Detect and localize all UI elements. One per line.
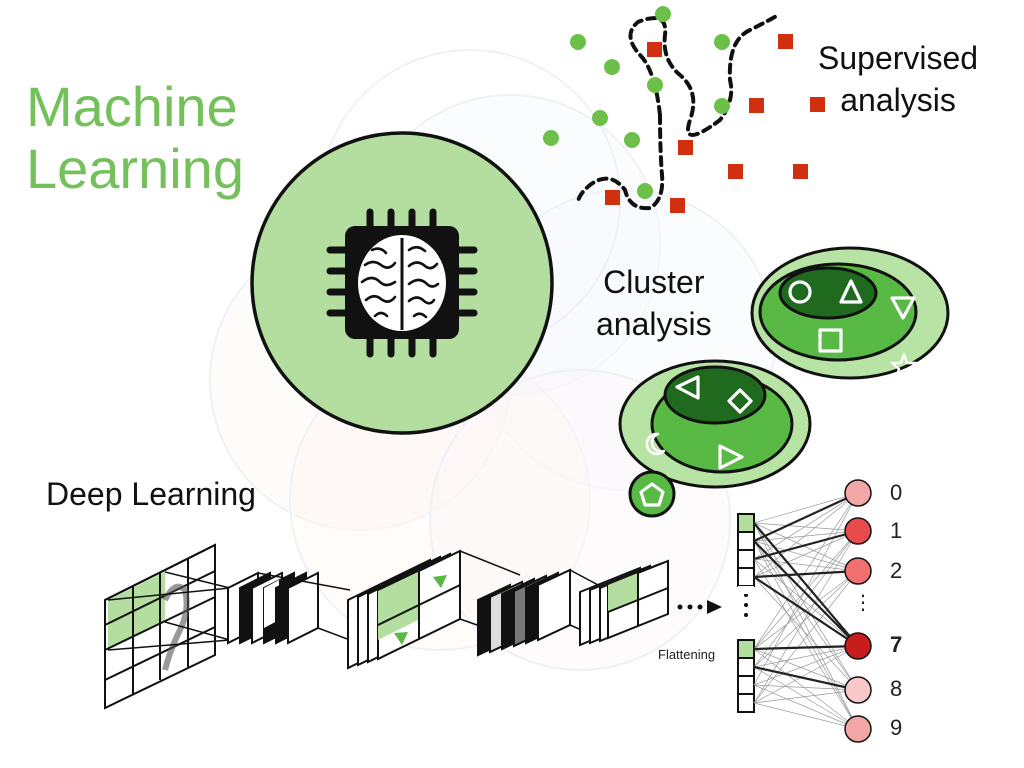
red-point: [749, 98, 764, 113]
square-icon: [818, 328, 843, 353]
red-point: [778, 34, 793, 49]
output-label-8: 8: [890, 676, 903, 701]
star-icon: [890, 352, 918, 380]
diamond-icon: [727, 388, 753, 414]
red-point: [670, 198, 685, 213]
output-label-ellipsis: ⋮: [853, 592, 873, 614]
feature-maps-1: [227, 571, 351, 645]
green-point: [592, 110, 608, 126]
deep-learning-label: Deep Learning: [46, 476, 256, 512]
input-layer: [104, 543, 231, 710]
flattening-label: Flattening: [658, 647, 716, 662]
output-label-7: 7: [890, 632, 903, 657]
green-point: [655, 6, 671, 22]
supervised-scatter: [543, 6, 825, 213]
output-node-1: [844, 517, 872, 545]
output-node-9: [844, 715, 872, 743]
cluster-inner-top: [778, 266, 878, 320]
green-point: [637, 183, 653, 199]
crescent-icon: [645, 432, 666, 456]
red-point: [678, 140, 693, 155]
output-node-7: [844, 632, 872, 660]
red-point: [810, 97, 825, 112]
cluster-small: [628, 470, 676, 518]
supervised-analysis-label: Supervised analysis: [818, 40, 979, 118]
feature-maps-2: [347, 549, 521, 670]
feature-maps-3: [477, 568, 601, 657]
output-label-9: 9: [890, 715, 903, 740]
decision-boundary-1: [628, 13, 780, 137]
output-nodes: [844, 479, 872, 743]
output-label-1: 1: [890, 518, 903, 543]
output-node-0: [844, 479, 872, 507]
red-point: [728, 164, 743, 179]
cnn-diagram: [104, 479, 872, 743]
green-point: [714, 34, 730, 50]
decision-boundary-2: [576, 113, 665, 211]
red-point: [793, 164, 808, 179]
green-point: [604, 59, 620, 75]
output-label-0: 0: [890, 480, 903, 505]
machine-learning-title: Machine Learning: [26, 75, 244, 200]
green-point: [624, 132, 640, 148]
triangle-left-icon: [675, 375, 700, 400]
strong-connections: [753, 492, 859, 692]
green-point: [543, 130, 559, 146]
feature-maps-4: [579, 559, 669, 647]
red-point: [605, 190, 620, 205]
cluster-analysis-label: Cluster analysis: [596, 264, 712, 342]
circle-icon: [788, 280, 812, 304]
green-point: [647, 77, 663, 93]
green-point: [570, 34, 586, 50]
pentagon-icon: [639, 482, 665, 507]
green-point: [714, 98, 730, 114]
brain-chip-icon: [326, 208, 478, 358]
red-point: [647, 42, 662, 57]
triangle-icon: [839, 279, 863, 304]
output-label-2: 2: [890, 558, 903, 583]
triangle-right-icon: [718, 444, 744, 470]
triangle-down-icon: [890, 296, 916, 320]
flattened-vector: [737, 513, 755, 713]
cluster-inner-bottom: [663, 365, 767, 425]
output-node-8: [844, 676, 872, 704]
output-node-2: [844, 557, 872, 585]
